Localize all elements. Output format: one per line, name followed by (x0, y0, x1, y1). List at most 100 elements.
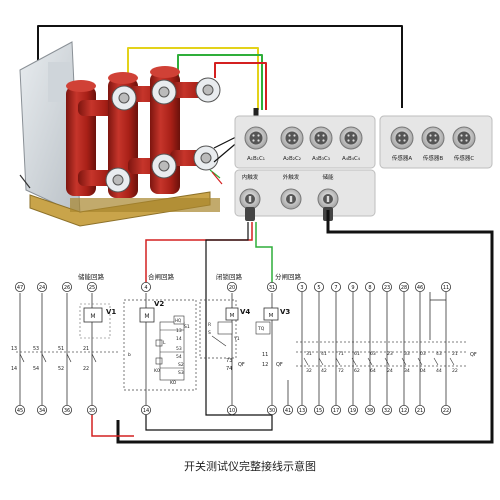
trigger-port-label: 储能 (322, 173, 334, 181)
red-wire-bottom (91, 405, 134, 437)
port-4: A₄B₄C₄ (339, 126, 363, 162)
svg-text:QF: QF (276, 362, 283, 368)
pole-1 (66, 80, 116, 196)
terminal-label: 22 (443, 408, 449, 414)
green-wire-open (255, 222, 273, 286)
terminal-bottom-36: 36 (62, 404, 73, 415)
port-3: A₃B₃C₃ (309, 126, 333, 162)
trigger-port-1: 内触发 (239, 173, 261, 221)
qf-contact-upper: 21 (452, 351, 458, 357)
relay-v3: M V3 TQ 11 12 QF (255, 307, 290, 368)
terminal-label: 28 (401, 285, 407, 291)
svg-text:11: 11 (262, 352, 268, 358)
terminal-label: 5 (317, 285, 320, 291)
terminal-top-7: 7 (330, 281, 341, 292)
svg-text:S2: S2 (178, 362, 184, 368)
contact-lower: 22 (83, 366, 89, 372)
relay-v1-label: V1 (106, 308, 116, 316)
contact-lower: 54 (33, 366, 39, 372)
svg-text:TQ: TQ (257, 326, 265, 332)
port-label: A₂B₂C₂ (283, 156, 301, 162)
qf-contact-lower: 62 (354, 368, 360, 374)
contact-upper: 21 (83, 346, 89, 352)
terminal-label: 47 (17, 285, 23, 291)
qf-contact-lower: 04 (420, 368, 426, 374)
svg-text:M: M (90, 313, 95, 320)
terminal-label: 21 (417, 408, 423, 414)
qf-contact-upper: 03 (420, 351, 426, 357)
terminal-bottom-45: 45 (14, 404, 25, 415)
qf-contact-lower: 64 (370, 368, 376, 374)
contact-upper: 13 (11, 346, 17, 352)
qf-contact-lower: 32 (306, 368, 312, 374)
qf-contact-upper: 71 (338, 351, 344, 357)
terminal-label: 24 (39, 285, 45, 291)
terminal-label: 14 (143, 408, 149, 414)
energy-cable (116, 210, 494, 444)
diagram-caption: 开关测试仪完整接线示意图 (184, 460, 316, 473)
svg-text:M: M (144, 313, 149, 320)
terminal-top-31: 31 (266, 281, 277, 292)
trigger-port-3: 储能 (317, 173, 339, 221)
svg-text:53: 53 (176, 346, 182, 352)
terminal-label: 7 (334, 285, 337, 291)
terminal-label: 8 (368, 285, 371, 291)
svg-text:b: b (128, 352, 131, 358)
terminal-label: 15 (316, 408, 322, 414)
svg-text:73: 73 (226, 358, 232, 364)
terminal-label: 26 (64, 285, 70, 291)
svg-text:S1: S1 (184, 324, 190, 330)
port-label: A₃B₃C₃ (312, 156, 330, 162)
terminal-top-3: 3 (296, 281, 307, 292)
terminal-top-24: 24 (37, 281, 48, 292)
terminal-bottom-32: 32 (381, 404, 392, 415)
contact-lower: 14 (11, 366, 17, 372)
trigger-port-label: 内触发 (242, 173, 259, 181)
terminal-top-25: 25 (87, 281, 98, 292)
terminal-label: 20 (229, 285, 235, 291)
relay-v3-label: V3 (280, 308, 290, 316)
terminal-label: 12 (401, 408, 407, 414)
yellow-wire-top (127, 47, 259, 110)
terminal-bottom-19: 19 (347, 404, 358, 415)
group-label-energy: 储能回路 (78, 272, 105, 281)
terminal-bottom-13: 13 (296, 404, 307, 415)
relay-v4: M V4 R S Y1 73 74 QF (199, 299, 250, 372)
group-label-lock: 闭锁回路 (216, 272, 243, 281)
group-label-open: 分闸回路 (275, 272, 302, 281)
qf-contact-upper: 61 (354, 351, 360, 357)
port-row-bottom: 内触发 外触发 储能 (239, 173, 339, 221)
svg-text:QF: QF (238, 362, 245, 368)
terminal-bottom-12: 12 (398, 404, 409, 415)
vacuum-breaker (19, 41, 241, 227)
terminal-top-23: 23 (381, 281, 392, 292)
port-label: 传感器B (423, 154, 444, 162)
qf-contact-upper: 43 (436, 351, 442, 357)
terminal-top-8: 8 (364, 281, 375, 292)
trigger-port-2: 外触发 (280, 173, 302, 210)
relay-v2-label: V2 (154, 300, 164, 308)
terminal-label: 32 (384, 408, 390, 414)
terminal-label: 23 (384, 285, 390, 291)
terminal-label: 11 (443, 285, 449, 291)
lower-wiring (91, 210, 494, 444)
terminal-bottom-21: 21 (414, 404, 425, 415)
qf-contact-lower: 34 (404, 368, 410, 374)
svg-text:M: M (230, 313, 235, 319)
port-1: A₁B₁C₁ (244, 126, 268, 162)
terminal-label: 10 (229, 408, 235, 414)
terminal-top-26: 26 (62, 281, 73, 292)
terminal-label: 9 (351, 285, 354, 291)
terminal-bottom-15: 15 (313, 404, 324, 415)
trigger-port-label: 外触发 (283, 173, 300, 181)
black-wire-trigger (205, 222, 272, 416)
terminal-label: 36 (64, 408, 70, 414)
terminal-top-46: 46 (414, 281, 425, 292)
svg-text:M: M (269, 313, 274, 319)
svg-text:54: 54 (176, 354, 182, 360)
red-wire-close (145, 222, 253, 286)
